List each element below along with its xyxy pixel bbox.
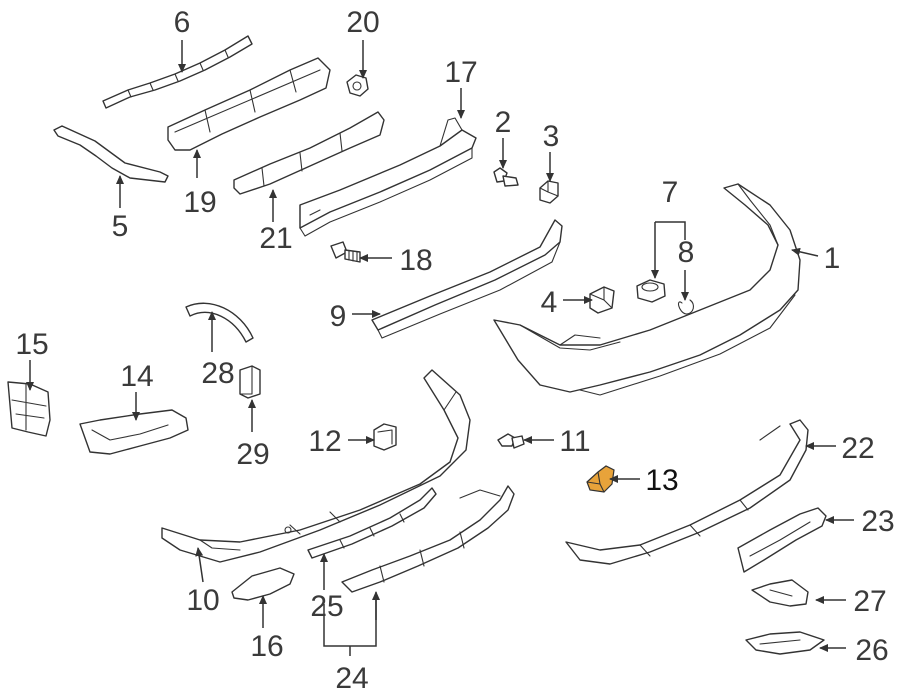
part-29-clip [239,365,261,399]
leader-lines [26,40,854,656]
callout-1: 1 [824,242,841,275]
part-11-screw [497,433,525,449]
callout-27: 27 [853,585,886,618]
part-23-bracket [737,507,827,573]
callout-4: 4 [541,286,558,319]
callout-26: 26 [855,634,888,667]
callout-17: 17 [444,56,477,89]
part-9-step-pad [371,219,563,339]
callout-25: 25 [310,590,343,623]
callout-23: 23 [861,505,894,538]
callout-9: 9 [330,300,347,333]
callout-3: 3 [543,120,560,153]
part-21-absorber [233,111,385,195]
callout-2: 2 [495,106,512,139]
callout-22: 22 [841,432,874,465]
part-13-highlighted-bracket [586,465,615,493]
part-14-side-garnish [79,409,189,455]
callout-15: 15 [15,328,48,361]
callout-10: 10 [186,584,219,617]
part-19-energy-absorber [167,57,331,151]
callout-16: 16 [250,630,283,663]
callout-6: 6 [174,6,191,39]
part-4-sensor-bracket [589,286,615,314]
callout-18: 18 [399,244,432,277]
part-24-lower-absorber [341,485,515,593]
part-6-bracket-strip [102,35,253,109]
part-3-retainer [539,180,559,204]
callout-29: 29 [236,438,269,471]
part-8-sensor-ring [677,299,695,315]
part-17-reinforcement-beam [299,117,477,237]
callout-labels: 6 20 17 2 3 19 5 21 18 7 8 1 4 9 28 15 1… [15,6,894,695]
callout-7: 7 [662,176,679,209]
part-1-bumper-cover [493,183,801,396]
callout-11: 11 [559,425,590,458]
part-25-trim-strip [307,487,437,559]
callout-13: 13 [645,464,678,497]
part-2-clip [493,167,519,187]
callout-24: 24 [335,662,368,695]
part-15-corner-bracket [7,381,51,437]
callout-21: 21 [259,222,292,255]
callout-12: 12 [308,425,341,458]
callout-8: 8 [678,236,695,269]
callout-19: 19 [183,186,216,219]
part-7-park-sensor [636,279,666,303]
part-5-side-bracket [53,125,169,183]
callout-28: 28 [201,357,234,390]
part-20-nut [346,74,369,97]
part-18-bolt [330,241,361,263]
callout-5: 5 [112,210,129,243]
part-12-bracket [373,423,397,451]
part-27-clip-bracket [751,579,809,607]
part-22-lower-skirt [565,419,809,565]
part-10-lower-valance [161,369,471,563]
callout-20: 20 [346,6,379,39]
part-26-plate [745,631,825,655]
callout-14: 14 [120,360,153,393]
part-28-arch-moulding [185,302,254,343]
part-16-reflector [231,567,295,601]
